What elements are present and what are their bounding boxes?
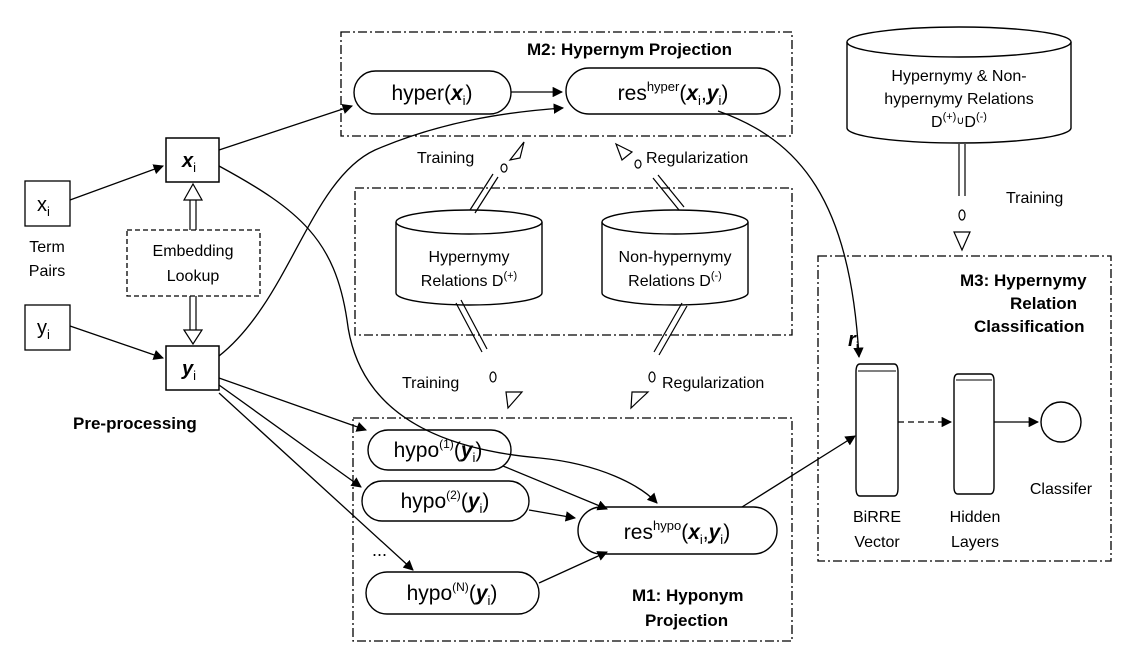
hyper-x-label: hyper(xi) — [391, 82, 472, 108]
hypo-n-node — [365, 571, 540, 615]
combined-db-line1: Hypernymy & Non- — [891, 68, 1026, 85]
edge-term-y-to-embedding — [69, 325, 164, 360]
edge-y-to-hypo-2 — [218, 384, 362, 488]
m2-title: M2: Hypernym Projection — [527, 40, 732, 59]
hypo-n-label: hypo(N)(yi) — [407, 580, 498, 608]
edge-res-hyper-to-r — [717, 110, 864, 359]
edge-hypo-2-to-res — [528, 509, 577, 522]
m3-title-line2: Relation — [1010, 294, 1077, 313]
m3-title-line3: Classification — [974, 317, 1085, 336]
embedding-lookup-line2: Lookup — [167, 268, 220, 285]
embedding-y-box — [165, 345, 220, 391]
term-pairs-line2: Pairs — [29, 263, 65, 280]
preprocessing-label: Pre-processing — [73, 414, 197, 433]
regularization-top-arrowhead — [614, 142, 634, 161]
edge-y-to-hypo-n — [218, 392, 414, 571]
term-pairs-line1: Term — [29, 239, 65, 256]
hypernymy-database — [395, 209, 543, 306]
term-x-label: xi — [37, 194, 50, 219]
term-y-label: yi — [37, 317, 50, 342]
non-hypernymy-db-line2: Relations D(-) — [628, 270, 722, 290]
hypo-2-label: hypo(2)(yi) — [401, 488, 490, 516]
embedding-lookup-box — [126, 229, 261, 297]
m3-container — [817, 255, 1112, 562]
regularization-top-label: Regularization — [646, 150, 748, 167]
res-hyper-label: reshyper(xi,yi) — [618, 79, 729, 108]
training-right-arrowhead — [953, 231, 971, 252]
hypo-2-node — [361, 480, 530, 522]
edge-x-to-res-hypo — [218, 165, 658, 504]
res-hypo-label: reshypo(xi,yi) — [624, 518, 730, 547]
training-top-label: Training — [417, 150, 474, 167]
m1-container — [352, 417, 793, 642]
edge-term-x-to-embedding — [69, 164, 164, 201]
embedding-y-label: yi — [181, 358, 196, 383]
combined-db-line2: hypernymy Relations — [884, 91, 1033, 108]
edge-hypo-1-to-res — [502, 465, 608, 511]
embedding-up-arrowhead — [182, 182, 204, 201]
m3-title-line1: M3: Hypernymy — [960, 271, 1087, 290]
embedding-x-label: xi — [181, 150, 196, 175]
embedding-x-box — [165, 137, 220, 183]
training-top-arrowhead — [508, 141, 525, 161]
res-hypo-node — [577, 506, 778, 555]
database-container — [354, 187, 793, 336]
edge-y-to-res-hyper — [218, 103, 565, 357]
m2-container — [340, 31, 793, 137]
hypo-1-label: hypo(1)(yi) — [394, 437, 483, 465]
training-bottom-arrowhead — [505, 391, 524, 410]
m1-title-line2: Projection — [645, 611, 728, 630]
non-hypernymy-database — [601, 209, 749, 306]
birre-label-line1: BiRRE — [853, 509, 901, 526]
hypernymy-db-line2: Relations D(+) — [421, 270, 517, 290]
edge-y-to-hypo-1 — [218, 377, 367, 432]
classifier-label: Classifer — [1030, 481, 1093, 498]
m1-title-line1: M1: Hyponym — [632, 586, 743, 605]
r-vector-label: ri — [848, 329, 859, 354]
hypo-1-node — [367, 429, 512, 471]
edge-res-hypo-to-r — [741, 435, 856, 508]
training-bottom-label: Training — [402, 375, 459, 392]
training-right-label: Training — [1006, 190, 1063, 207]
hidden-label-line1: Hidden — [950, 509, 1001, 526]
term-x-box — [24, 180, 71, 227]
combined-relations-database — [846, 26, 1072, 144]
hypernymy-db-line1: Hypernymy — [429, 249, 510, 266]
hidden-label-line2: Layers — [951, 534, 999, 551]
combined-db-line3: D(+)∪D(-) — [931, 111, 987, 131]
edge-hypo-n-to-res — [538, 551, 608, 584]
res-hyper-node — [565, 67, 781, 115]
term-y-box — [24, 304, 71, 351]
non-hypernymy-db-line1: Non-hypernymy — [619, 249, 732, 266]
hypo-ellipsis: ... — [372, 540, 387, 560]
embedding-down-arrowhead — [182, 329, 204, 346]
regularization-bottom-arrowhead — [630, 391, 650, 410]
embedding-lookup-line1: Embedding — [153, 243, 234, 260]
hidden-layers-shape — [953, 373, 995, 495]
birre-vector-shape — [855, 363, 899, 497]
classifier-node — [1040, 401, 1082, 443]
regularization-bottom-label: Regularization — [662, 375, 764, 392]
edge-x-to-hyper — [218, 104, 353, 151]
birre-label-line2: Vector — [854, 534, 900, 551]
